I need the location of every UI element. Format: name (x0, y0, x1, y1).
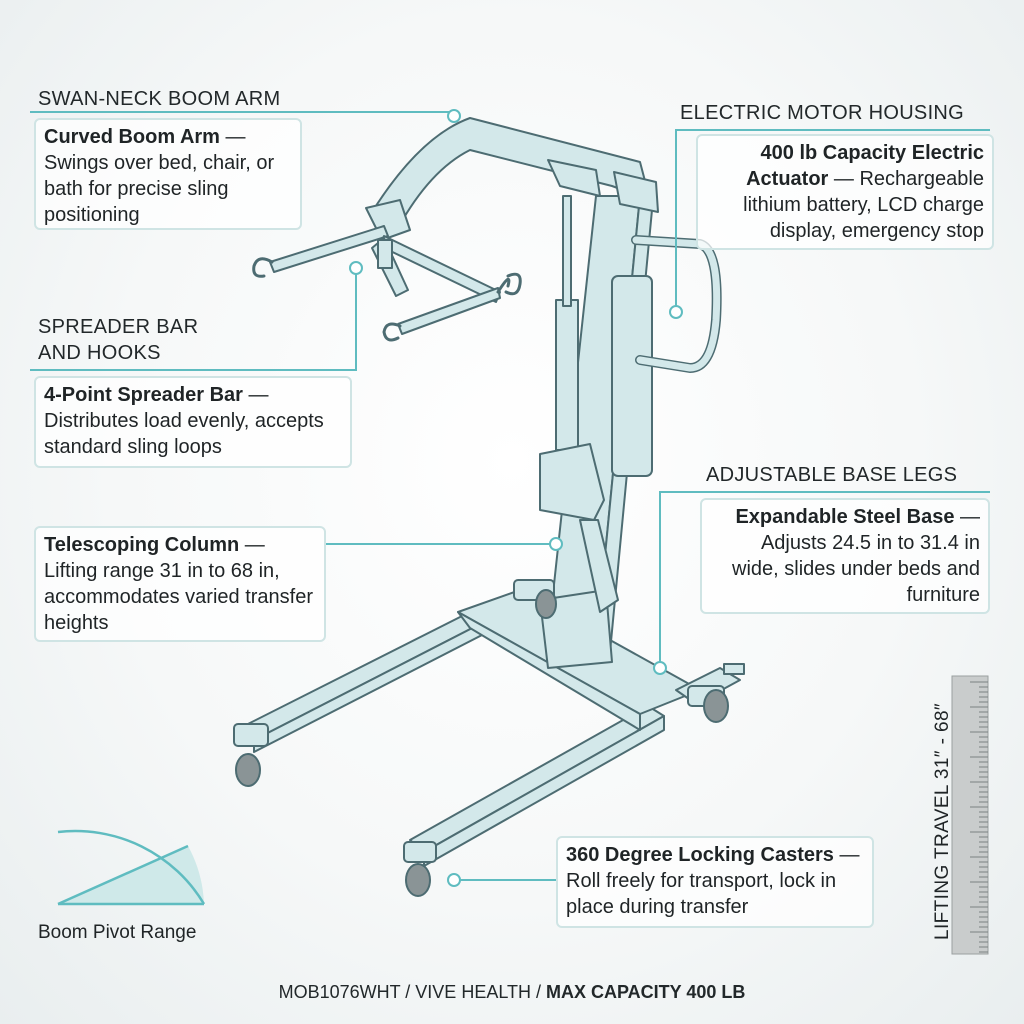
boom-pivot-label: Boom Pivot Range (38, 922, 197, 943)
base-callout: Expandable Steel Base — Adjusts 24.5 in … (700, 498, 990, 614)
footer: MOB1076WHT / VIVE HEALTH / MAX CAPACITY … (0, 982, 1024, 1003)
base-legs (239, 589, 741, 867)
boom-arm (365, 117, 659, 241)
spreader-heading: SPREADER BAR AND HOOKS (38, 316, 199, 364)
footer-capacity: MAX CAPACITY 400 LB (546, 982, 746, 1002)
spreader-hooks (252, 257, 522, 342)
telescoping-column (539, 195, 722, 669)
footer-model: MOB1076WHT / VIVE HEALTH / (278, 982, 547, 1002)
casters (233, 579, 745, 897)
callout-leaders (30, 109, 990, 887)
spreader-bar (269, 225, 501, 335)
spreader-callout-title: 4-Point Spreader Bar (44, 384, 243, 406)
motor-callout: 400 lb Capacity Electric Actuator — Rech… (696, 134, 994, 250)
motor-callout-title: 400 lb Capacity Electric Actuator (746, 142, 984, 190)
base-callout-text: — Adjusts 24.5 in to 31.4 in wide, slide… (732, 506, 980, 606)
spreader-callout-text: — Distributes load evenly, accepts stand… (44, 384, 324, 458)
boom-callout-title: Curved Boom Arm (44, 126, 220, 148)
casters-callout-text: — Roll freely for transport, lock in pla… (566, 844, 860, 918)
height-ruler (951, 675, 989, 955)
spreader-callout: 4-Point Spreader Bar — Distributes load … (34, 376, 352, 468)
boom-callout-text: — Swings over bed, chair, or bath for pr… (44, 126, 275, 226)
motor-heading: ELECTRIC MOTOR HOUSING (680, 102, 965, 124)
column-callout: Telescoping Column — Lifting range 31 in… (34, 526, 326, 642)
motor-callout-text: — Rechargeable lithium battery, LCD char… (743, 168, 984, 242)
boom-heading: SWAN-NECK BOOM ARM (38, 88, 281, 110)
boom-callout: Curved Boom Arm — Swings over bed, chair… (34, 118, 302, 230)
column-callout-text: — Lifting range 31 in to 68 in, accommod… (44, 534, 314, 634)
casters-callout: 360 Degree Locking Casters — Roll freely… (556, 836, 874, 928)
base-callout-title: Expandable Steel Base (735, 506, 955, 528)
ruler-label: LIFTING TRAVEL 31″ - 68″ (932, 702, 953, 940)
casters-callout-title: 360 Degree Locking Casters (566, 844, 834, 866)
base-heading: ADJUSTABLE BASE LEGS (706, 464, 958, 486)
boom-pivot-diagram (57, 829, 206, 906)
column-callout-title: Telescoping Column (44, 534, 240, 556)
